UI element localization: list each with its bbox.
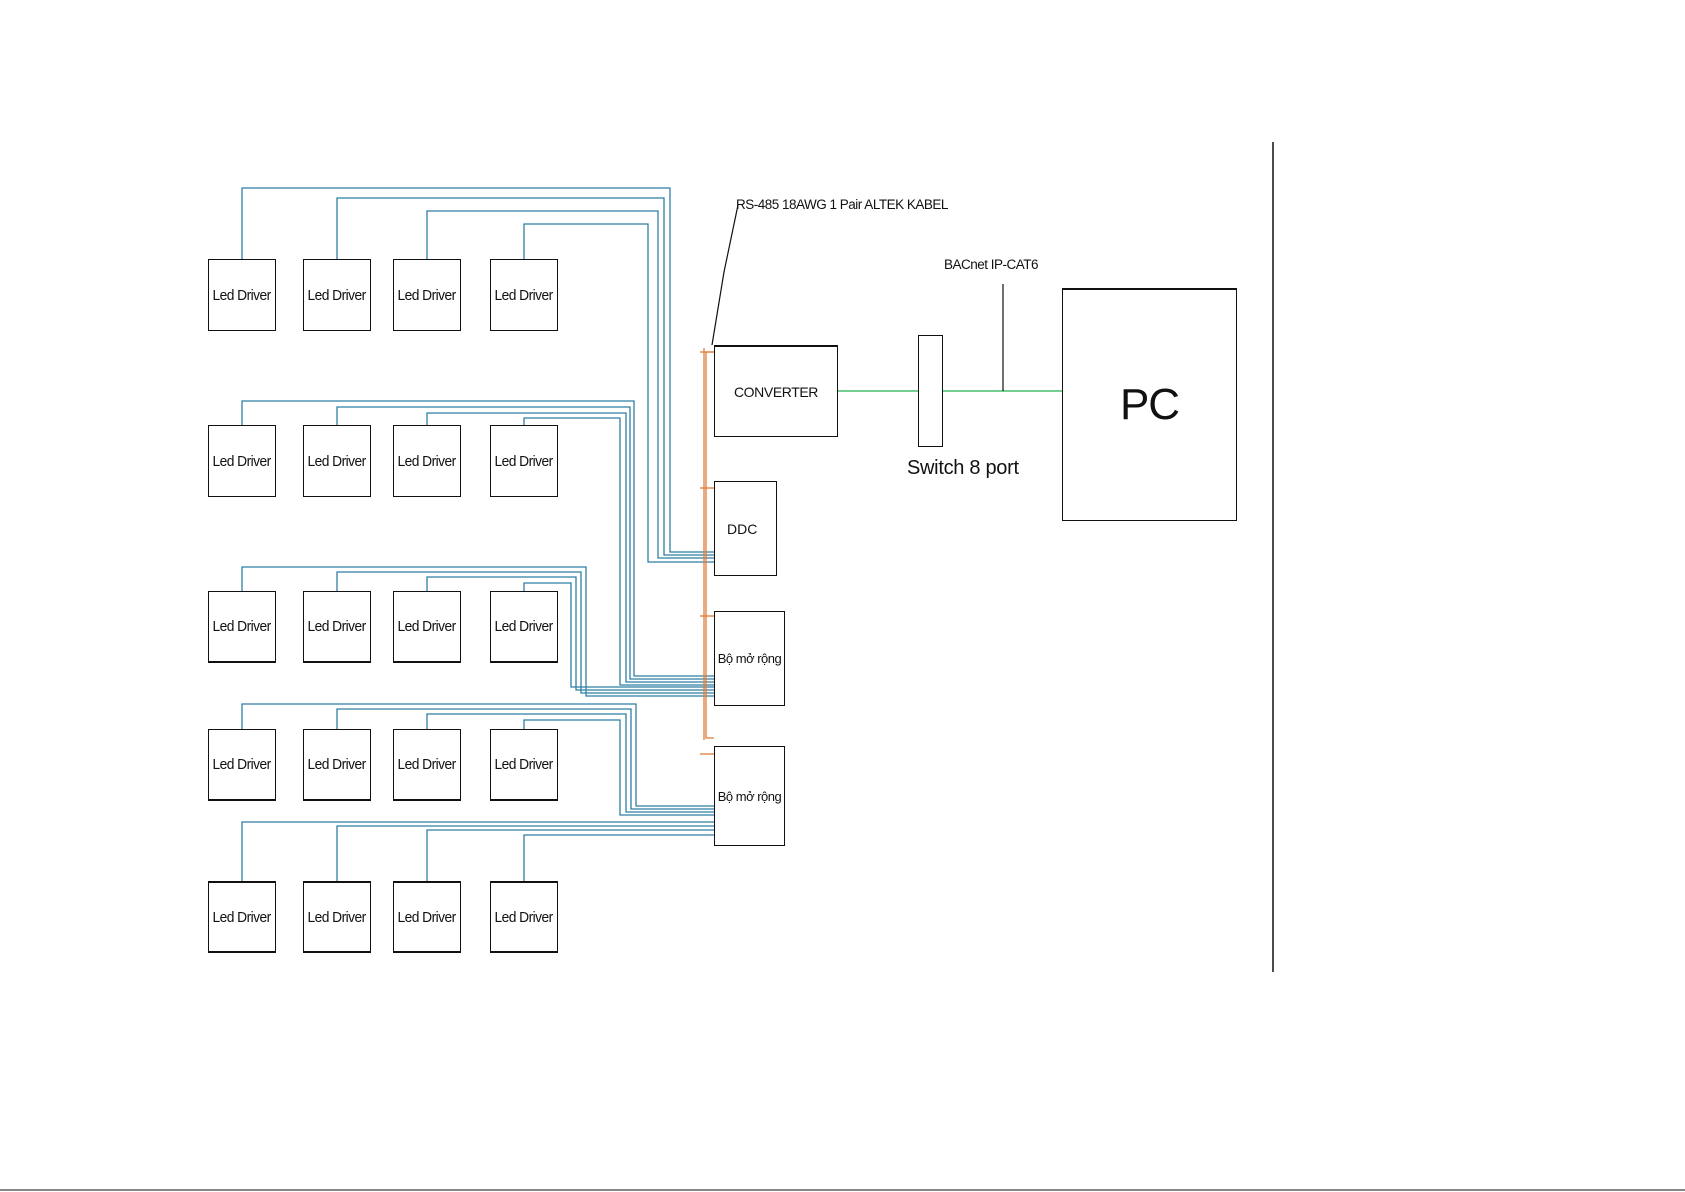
led-driver-label: Led Driver: [397, 452, 457, 470]
driver-bus-wires: [241, 187, 714, 881]
driver-bus-wire: [426, 713, 714, 813]
led-driver-label: Led Driver: [212, 452, 272, 470]
led-driver-box: Led Driver: [490, 729, 558, 801]
led-driver-label: Led Driver: [397, 286, 457, 304]
led-driver-box: Led Driver: [303, 729, 371, 801]
driver-bus-wire: [523, 223, 714, 563]
led-driver-box: Led Driver: [208, 259, 276, 331]
led-driver-box: Led Driver: [393, 729, 461, 801]
converter-box: CONVERTER: [714, 345, 838, 437]
led-driver-label: Led Driver: [494, 618, 554, 635]
led-driver-label: Led Driver: [212, 756, 272, 773]
led-driver-label: Led Driver: [212, 618, 272, 635]
led-driver-box: Led Driver: [303, 259, 371, 331]
led-driver-label: Led Driver: [397, 618, 457, 635]
driver-bus-wire: [523, 834, 714, 881]
led-driver-label: Led Driver: [494, 452, 554, 470]
expander-box-2: Bộ mở rộng: [714, 746, 785, 846]
driver-bus-wire: [336, 406, 714, 680]
led-driver-label: Led Driver: [212, 908, 272, 926]
led-driver-box: Led Driver: [490, 591, 558, 663]
led-driver-box: Led Driver: [393, 881, 461, 953]
led-driver-box: Led Driver: [208, 881, 276, 953]
driver-bus-wire: [426, 412, 714, 683]
led-driver-label: Led Driver: [494, 756, 554, 773]
led-driver-label: Led Driver: [397, 756, 457, 773]
led-driver-label: Led Driver: [307, 452, 367, 470]
led-driver-box: Led Driver: [490, 425, 558, 497]
annotation-leaders: [711, 204, 1004, 391]
led-driver-box: Led Driver: [303, 881, 371, 953]
driver-bus-wire: [241, 703, 714, 807]
switch-caption: Switch 8 port: [907, 457, 1019, 479]
led-driver-label: Led Driver: [212, 286, 272, 304]
led-driver-box: Led Driver: [393, 591, 461, 663]
driver-bus-wire: [426, 210, 714, 559]
led-driver-box: Led Driver: [490, 881, 558, 953]
led-driver-box: Led Driver: [393, 425, 461, 497]
driver-bus-wire: [241, 821, 714, 881]
led-driver-label: Led Driver: [494, 286, 554, 304]
driver-bus-wire: [241, 400, 714, 677]
driver-bus-wire: [426, 829, 714, 881]
pc-label: PC: [1119, 380, 1180, 429]
pc-box: PC: [1062, 288, 1237, 521]
converter-label: CONVERTER: [733, 383, 819, 400]
rs485-leader: [711, 204, 739, 346]
led-driver-box: Led Driver: [208, 591, 276, 663]
rs485-trunk: [705, 351, 714, 739]
led-driver-box: Led Driver: [208, 729, 276, 801]
driver-bus-wire: [523, 719, 714, 816]
led-driver-label: Led Driver: [307, 756, 367, 773]
driver-bus-wire: [241, 187, 714, 553]
ddc-label: DDC: [727, 520, 758, 537]
led-driver-box: Led Driver: [303, 591, 371, 663]
led-driver-label: Led Driver: [494, 908, 554, 926]
bacnet-annotation: BACnet IP-CAT6: [944, 257, 1039, 272]
led-driver-label: Led Driver: [307, 908, 367, 926]
rs485-bus-wires: [700, 348, 714, 755]
driver-bus-wire: [426, 576, 714, 691]
switch-box: [918, 335, 943, 447]
driver-bus-wire: [336, 571, 714, 694]
led-driver-box: Led Driver: [393, 259, 461, 331]
driver-bus-wire: [523, 417, 714, 686]
rs485-annotation: RS-485 18AWG 1 Pair ALTEK KABEL: [736, 197, 948, 212]
driver-bus-wire: [336, 708, 714, 810]
led-driver-box: Led Driver: [490, 259, 558, 331]
led-driver-box: Led Driver: [208, 425, 276, 497]
ddc-box: DDC: [714, 481, 777, 576]
driver-bus-wire: [336, 197, 714, 556]
led-driver-label: Led Driver: [307, 618, 367, 635]
expander-label-2: Bộ mở rộng: [717, 788, 782, 804]
expander-label-1: Bộ mở rộng: [717, 651, 782, 666]
driver-bus-wire: [523, 582, 714, 688]
driver-bus-wire: [336, 825, 714, 881]
led-driver-box: Led Driver: [303, 425, 371, 497]
led-driver-label: Led Driver: [307, 286, 367, 304]
expander-box-1: Bộ mở rộng: [714, 611, 785, 706]
led-driver-label: Led Driver: [397, 908, 457, 926]
driver-bus-wire: [241, 566, 714, 697]
